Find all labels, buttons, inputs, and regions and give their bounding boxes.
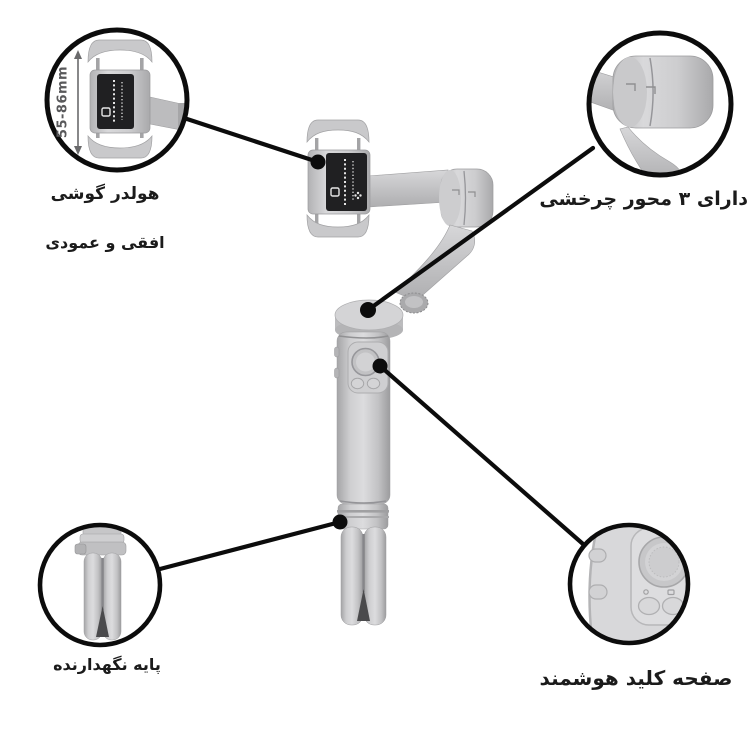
side-button [334, 346, 340, 358]
label-tripod-base: پایه نگهدارنده [53, 655, 161, 674]
callout-dots [310, 154, 388, 530]
clamp-arm-bottom [306, 213, 370, 238]
gimbal-product [306, 119, 494, 626]
callout-lines [157, 115, 596, 572]
label-phone-holder: هولدر گوشی [50, 184, 160, 204]
label-smart-keypad: صفحه کلید هوشمند [539, 666, 733, 690]
clamp-width-measurement: 55-86mm [55, 65, 71, 139]
phone-clamp [306, 119, 371, 238]
callout-line-smart-keypad [377, 363, 586, 547]
clamp-arm-top [306, 119, 370, 144]
clamp-label [326, 153, 367, 211]
callout-circle-phone-holder [44, 27, 190, 173]
handle [334, 331, 391, 505]
control-panel [347, 341, 389, 394]
record-button [350, 377, 365, 390]
callout-circle-rotation-axes [586, 30, 734, 178]
side-button-zoom [588, 584, 608, 600]
record-button-zoom [637, 596, 661, 616]
side-button [334, 367, 340, 379]
thumb-knob [399, 292, 429, 314]
callout-circle-smart-keypad [567, 522, 691, 646]
width-measure-arrow [74, 50, 82, 155]
callout-line-rotation-axes [365, 145, 596, 313]
tilt-motor [439, 168, 494, 228]
gimbal-upper-arm [367, 169, 449, 208]
tripod-legs [340, 526, 387, 626]
label-rotation-axes: دارای ۳ محور چرخشی [539, 188, 748, 210]
mode-button [366, 377, 381, 390]
callout-line-tripod [157, 519, 343, 572]
side-button-zoom [588, 548, 607, 563]
label-horizontal-vertical: افقی و عمودی [45, 233, 165, 252]
callout-circle-tripod [37, 522, 163, 648]
callout-line-phone-holder [181, 115, 321, 165]
